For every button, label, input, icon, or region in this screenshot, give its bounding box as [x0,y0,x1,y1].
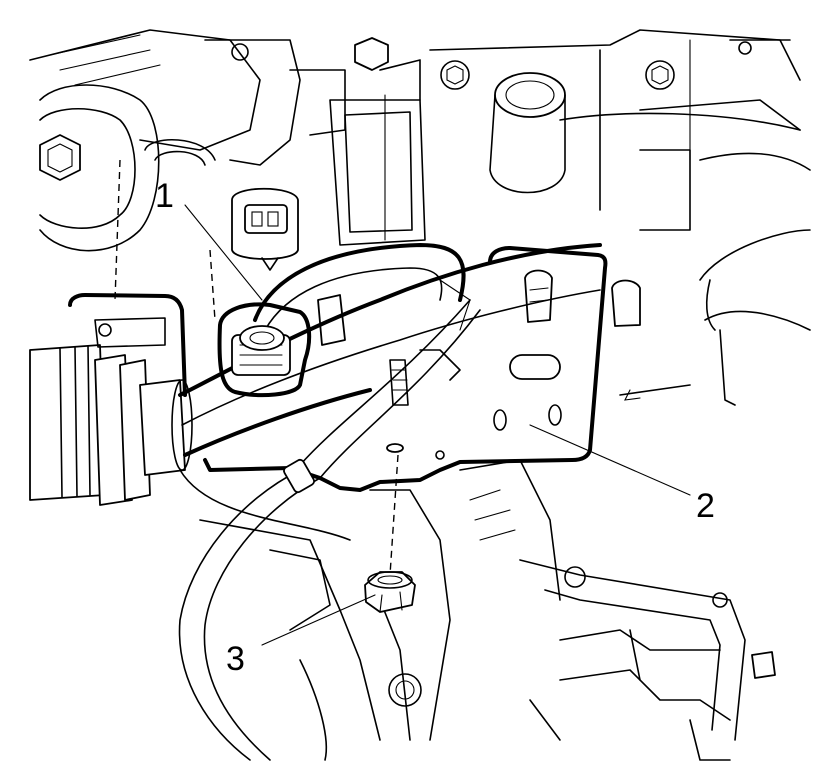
component-3-nut [364,454,416,613]
callout-3: 3 [226,640,245,678]
component-1-connector [217,302,312,398]
leader-line-2 [529,424,691,496]
connector-boot-left [29,344,193,506]
callout-2: 2 [696,487,715,525]
sensor-connector-top [231,187,299,271]
callout-leaders [184,204,691,646]
engine-background [29,29,811,761]
callout-labels: 1 2 3 [155,177,715,678]
leader-line-1 [184,204,263,301]
leader-line-3 [261,594,376,646]
callout-1: 1 [155,177,174,215]
